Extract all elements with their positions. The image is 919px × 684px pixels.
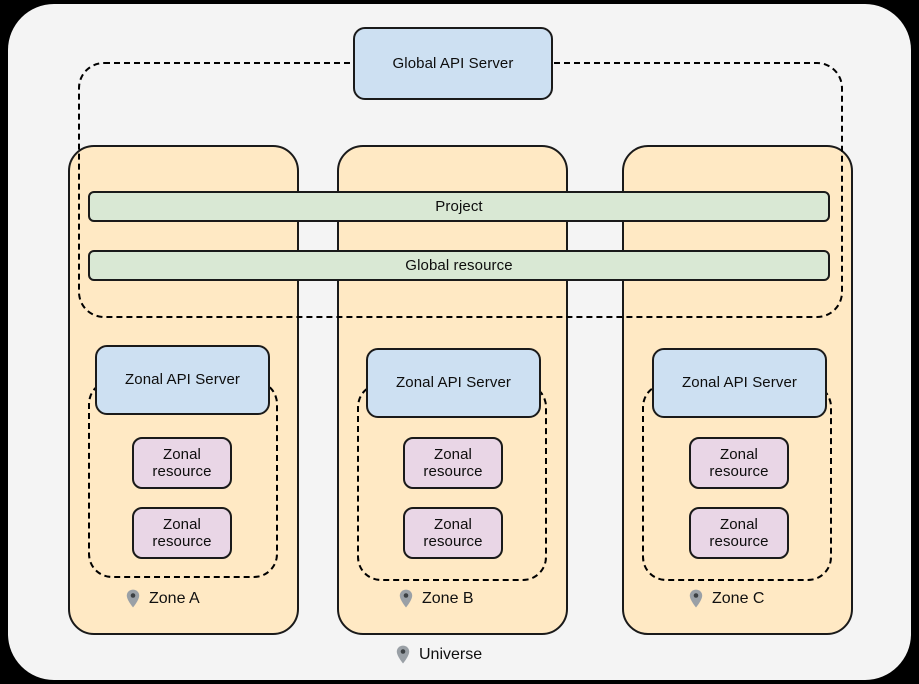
zonal-resource-line1: Zonal [162,445,201,463]
zonal-resource-node[interactable]: Zonal resource [403,507,503,559]
zone-label-c: Zone C [689,589,764,608]
location-pin-icon [396,645,410,664]
zone-label-text: Zone A [149,589,200,607]
zonal-api-server-node-b[interactable]: Zonal API Server [366,348,541,418]
global-api-server-node[interactable]: Global API Server [353,27,553,100]
zonal-resource-node[interactable]: Zonal resource [689,437,789,489]
zonal-resource-line1: Zonal [719,445,758,463]
zonal-resource-line2: resource [152,533,212,550]
zone-label-text: Zone C [712,589,765,607]
zonal-resource-node[interactable]: Zonal resource [403,437,503,489]
zonal-resource-line2: resource [423,463,483,480]
zonal-api-server-node-a[interactable]: Zonal API Server [95,345,270,415]
zonal-resource-line1: Zonal [433,515,472,533]
universe-label: Universe [396,645,482,664]
global-bar-global-resource[interactable]: Global resource [88,250,830,281]
zonal-resource-node[interactable]: Zonal resource [132,437,232,489]
zonal-resource-line1: Zonal [433,445,472,463]
zonal-resource-line1: Zonal [162,515,201,533]
zonal-api-server-node-c[interactable]: Zonal API Server [652,348,827,418]
zonal-resource-line2: resource [423,533,483,550]
global-bar-project[interactable]: Project [88,191,830,222]
zone-label-text: Zone B [422,589,474,607]
zone-label-a: Zone A [126,589,200,608]
zonal-resource-line1: Zonal [719,515,758,533]
zonal-resource-node[interactable]: Zonal resource [132,507,232,559]
zonal-resource-node[interactable]: Zonal resource [689,507,789,559]
location-pin-icon [126,589,140,608]
location-pin-icon [689,589,703,608]
zonal-resource-line2: resource [152,463,212,480]
zonal-resource-line2: resource [709,463,769,480]
zone-label-b: Zone B [399,589,474,608]
universe-label-text: Universe [419,645,483,663]
zonal-resource-line2: resource [709,533,769,550]
location-pin-icon [399,589,413,608]
